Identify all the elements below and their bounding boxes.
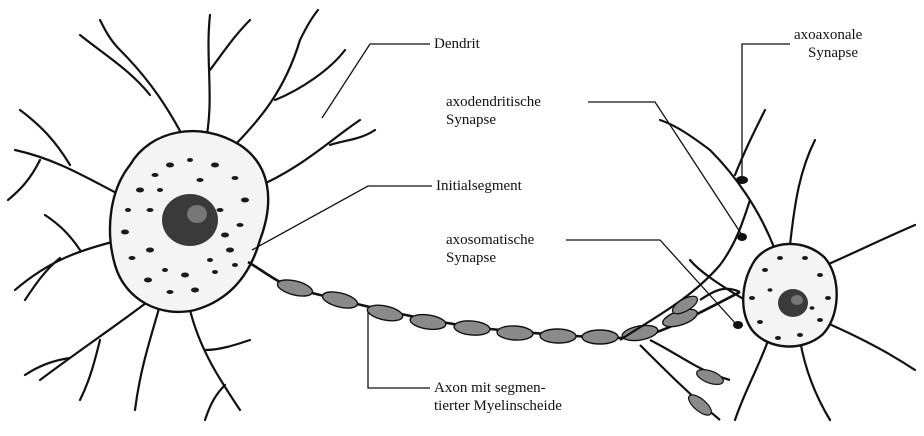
label-axon-line1: Axon mit segmen- xyxy=(434,379,546,397)
label-axoaxonale-line2: Synapse xyxy=(808,44,858,62)
label-axodendritische-line2: Synapse xyxy=(446,111,496,129)
leader-axosomatische xyxy=(566,240,736,324)
label-initialsegment: Initialsegment xyxy=(436,177,522,195)
label-dendrit: Dendrit xyxy=(434,35,480,53)
label-axodendritische-line1: axodendritische xyxy=(446,93,541,111)
label-axosomatische-line2: Synapse xyxy=(446,249,496,267)
leader-initialsegment xyxy=(252,186,432,250)
leader-dendrit xyxy=(322,44,430,118)
label-axosomatische-line1: axosomatische xyxy=(446,231,534,249)
label-axon-line2: tierter Myelinscheide xyxy=(434,397,562,415)
leader-axoaxonale xyxy=(742,44,790,178)
myelin-segments xyxy=(276,277,699,344)
label-axoaxonale-line1: axoaxonale xyxy=(794,26,862,44)
